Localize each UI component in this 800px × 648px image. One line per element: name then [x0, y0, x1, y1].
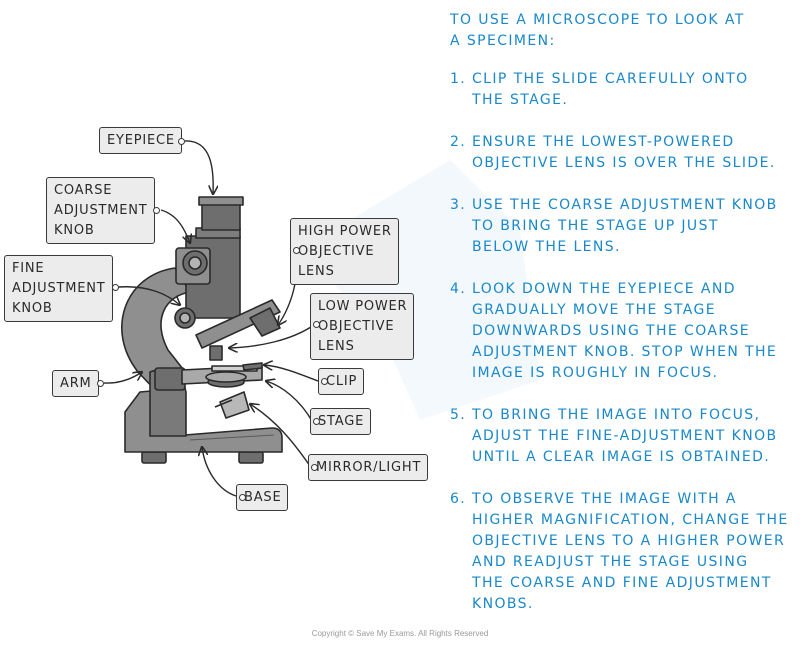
leader-fine	[117, 286, 180, 305]
step-text: ENSURE THE LOWEST-POWERED OBJECTIVE LENS…	[472, 134, 776, 171]
label-mirror-light: MIRROR/LIGHT	[308, 454, 429, 481]
step-number: 1.	[450, 71, 467, 87]
leader-clip	[264, 365, 319, 382]
watermark	[300, 160, 540, 420]
nosepiece	[195, 299, 281, 349]
leader-low-power	[229, 324, 315, 348]
base-shape	[124, 387, 283, 453]
low-power-objective-shape	[209, 345, 223, 361]
leader-eyepiece	[184, 140, 213, 194]
instructions-panel: TO USE A MICROSCOPE TO LOOK AT A SPECIME…	[450, 10, 795, 636]
stage-platform	[154, 367, 186, 391]
tag-hole	[178, 138, 185, 145]
leader-arm	[103, 372, 142, 384]
instructions-title: TO USE A MICROSCOPE TO LOOK AT A SPECIME…	[450, 12, 745, 49]
step-number: 4.	[450, 281, 467, 297]
label-stage: STAGE	[310, 408, 372, 435]
microscope-body	[121, 196, 283, 464]
step-text: USE THE COARSE ADJUSTMENT KNOB TO BRING …	[472, 197, 778, 255]
label-eyepiece: EYEPIECE	[99, 127, 182, 154]
tag-hole	[313, 321, 320, 328]
tag-hole	[97, 380, 104, 387]
instruction-step: 5. TO BRING THE IMAGE INTO FOCUS, ADJUST …	[450, 405, 795, 468]
tag-hole	[313, 418, 320, 425]
step-text: LOOK DOWN THE EYEPIECE AND GRADUALLY MOV…	[472, 281, 778, 381]
leader-coarse	[160, 209, 190, 243]
foot-right	[238, 451, 264, 464]
copyright-notice: Copyright © Save My Exams. All Rights Re…	[311, 629, 489, 638]
step-number: 3.	[450, 197, 467, 213]
leader-base	[202, 447, 237, 497]
label-low-power-objective-lens: LOW POWER OBJECTIVE LENS	[310, 293, 415, 360]
step-number: 2.	[450, 134, 467, 150]
step-number: 5.	[450, 407, 467, 423]
leader-lines	[103, 140, 319, 497]
clip-shape	[242, 362, 263, 371]
mirror-shape	[219, 391, 250, 419]
label-high-power-objective-lens: HIGH POWER OBJECTIVE LENS	[290, 218, 399, 285]
instruction-step: 2. ENSURE THE LOWEST-POWERED OBJECTIVE LE…	[450, 132, 795, 174]
tag-hole	[311, 464, 318, 471]
label-fine-adjustment-knob: FINE ADJUSTMENT KNOB	[4, 255, 113, 322]
tag-hole	[293, 247, 300, 254]
step-text: TO OBSERVE THE IMAGE WITH A HIGHER MAGNI…	[472, 491, 789, 612]
steps-list: 1. CLIP THE SLIDE CAREFULLY ONTO THE STAG…	[450, 69, 795, 615]
tag-hole	[321, 378, 328, 385]
tag-hole	[112, 284, 119, 291]
leader-mirror	[250, 404, 311, 467]
tag-hole	[153, 207, 160, 214]
step-text: CLIP THE SLIDE CAREFULLY ONTO THE STAGE.	[472, 71, 749, 108]
leader-stage	[266, 381, 313, 422]
foot-left	[141, 451, 167, 464]
instruction-step: 1. CLIP THE SLIDE CAREFULLY ONTO THE STAG…	[450, 69, 795, 111]
label-arm: ARM	[52, 370, 99, 397]
instruction-step: 6. TO OBSERVE THE IMAGE WITH A HIGHER MAG…	[450, 489, 795, 615]
high-power-objective-shape	[249, 307, 281, 337]
step-number: 6.	[450, 491, 467, 507]
label-base: BASE	[236, 484, 289, 511]
step-text: TO BRING THE IMAGE INTO FOCUS, ADJUST TH…	[472, 407, 778, 465]
label-coarse-adjustment-knob: COARSE ADJUSTMENT KNOB	[46, 177, 155, 244]
instruction-step: 4. LOOK DOWN THE EYEPIECE AND GRADUALLY M…	[450, 279, 795, 384]
tag-hole	[239, 494, 246, 501]
instruction-step: 3. USE THE COARSE ADJUSTMENT KNOB TO BRIN…	[450, 195, 795, 258]
